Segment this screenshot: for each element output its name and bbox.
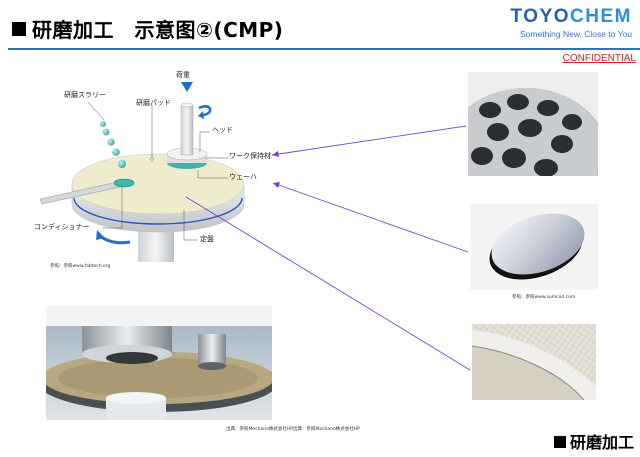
wafer-photo-credit: 参照：参照www.sumcod.com — [512, 295, 576, 300]
pointer-retainer-line — [271, 125, 467, 156]
confidential-label: CONFIDENTIAL — [562, 53, 636, 64]
head-rotation-arrow-icon — [198, 105, 212, 117]
platen-rotation-arrow-icon — [99, 234, 131, 245]
toyochem-logo: TOYOCHEM Something New, Close to You — [472, 6, 632, 42]
page-title: 研磨加工 示意图②(CMP) — [12, 14, 283, 43]
logo-chem: CHEM — [570, 6, 632, 27]
machine-photo-credit: 出典：参照Mechano株式会社HP出典：参照Mechano株式会社HP — [226, 427, 360, 432]
load-arrow-icon — [181, 82, 193, 92]
slurry-drop — [118, 160, 126, 168]
logo-toyo: TOYO — [510, 6, 571, 27]
square-bullet-icon — [12, 22, 26, 36]
label-retainer: ワーク保持材 — [229, 152, 271, 160]
slurry-drop — [112, 148, 120, 156]
slurry-drop — [102, 128, 110, 136]
cmp-diagram: 荷重 研磨スラリー 研磨パッド ヘッド ワーク保持材 ウェーハ コンディショナー… — [0, 60, 300, 280]
polishing-pad — [71, 153, 245, 215]
label-slurry: 研磨スラリー — [64, 91, 106, 99]
footer-title: 研磨加工 — [553, 429, 634, 453]
label-platen: 定盤 — [200, 235, 214, 243]
conditioner-disc — [113, 178, 135, 188]
head-spindle — [180, 104, 194, 156]
label-wafer: ウェーハ — [229, 173, 257, 181]
label-conditioner: コンディショナー — [34, 223, 90, 231]
title-divider — [8, 48, 640, 50]
diagram-credit: 参照：参照www.fabtech.org — [50, 264, 111, 269]
header: 研磨加工 示意图②(CMP) TOYOCHEM Something New, C… — [0, 0, 640, 54]
photo-polishing-pad — [472, 324, 596, 400]
photo-silicon-wafer — [470, 204, 598, 290]
label-head: ヘッド — [212, 126, 233, 134]
logo-tagline: Something New, Close to You — [520, 29, 632, 39]
photo-cmp-machine — [46, 306, 272, 420]
slurry-drop — [107, 138, 115, 146]
slurry-drop — [100, 121, 106, 127]
cmp-illustration — [39, 82, 245, 262]
label-load: 荷重 — [176, 71, 190, 79]
square-bullet-icon — [553, 436, 566, 448]
photo-retainer-plate — [468, 72, 598, 176]
pointer-wafer-line — [272, 182, 469, 253]
label-pad: 研磨パッド — [136, 99, 171, 107]
